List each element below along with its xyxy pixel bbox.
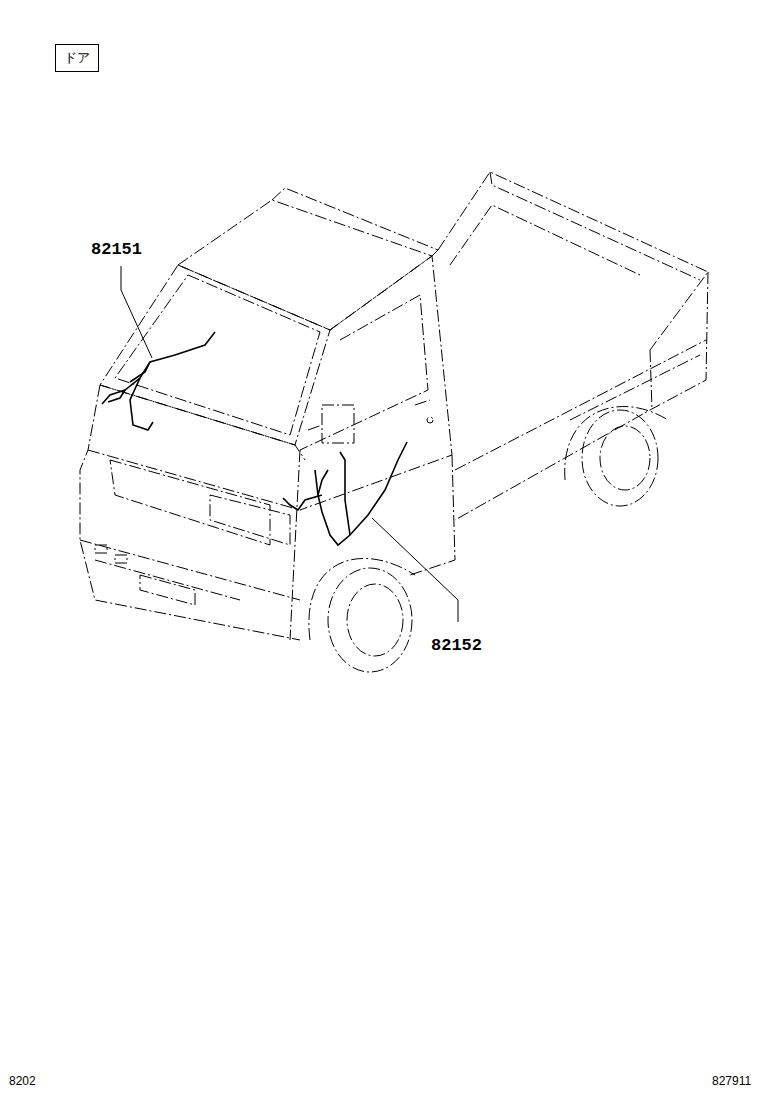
figure-number: 827911 [711,1074,752,1088]
callout-number: 82151 [90,240,143,259]
section-tag-box: ドア [55,44,99,72]
callout-number: 82152 [430,636,483,655]
page-code: 8202 [8,1074,37,1088]
section-tag: ドア [64,49,90,67]
